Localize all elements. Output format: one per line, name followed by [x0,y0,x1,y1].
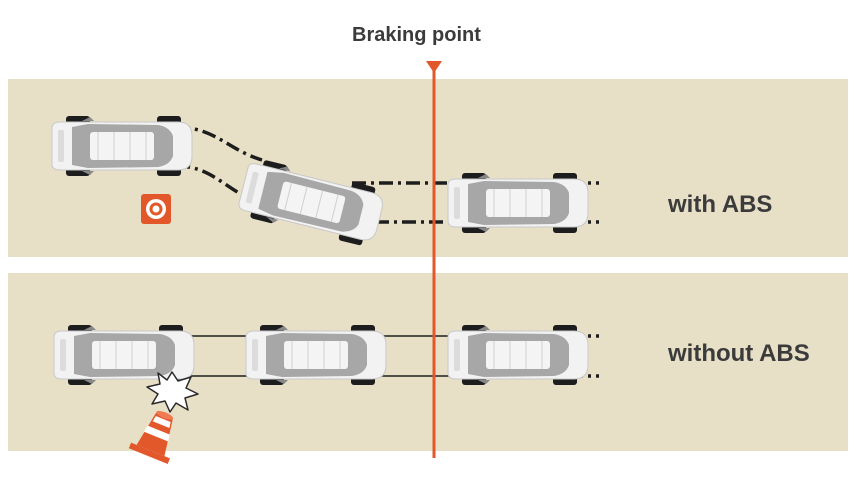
braking-point-label: Braking point [352,24,481,46]
car-no-abs-end [447,324,589,386]
car-no-abs-middle [245,324,387,386]
car-abs-end [447,172,589,234]
without-abs-label: without ABS [668,340,810,367]
car-abs-start [51,115,193,177]
with-abs-label: with ABS [668,191,773,218]
braking-point-marker [426,61,442,458]
collision-burst-icon [146,371,199,413]
traffic-cone-icon [128,410,174,464]
target-icon [141,194,171,224]
